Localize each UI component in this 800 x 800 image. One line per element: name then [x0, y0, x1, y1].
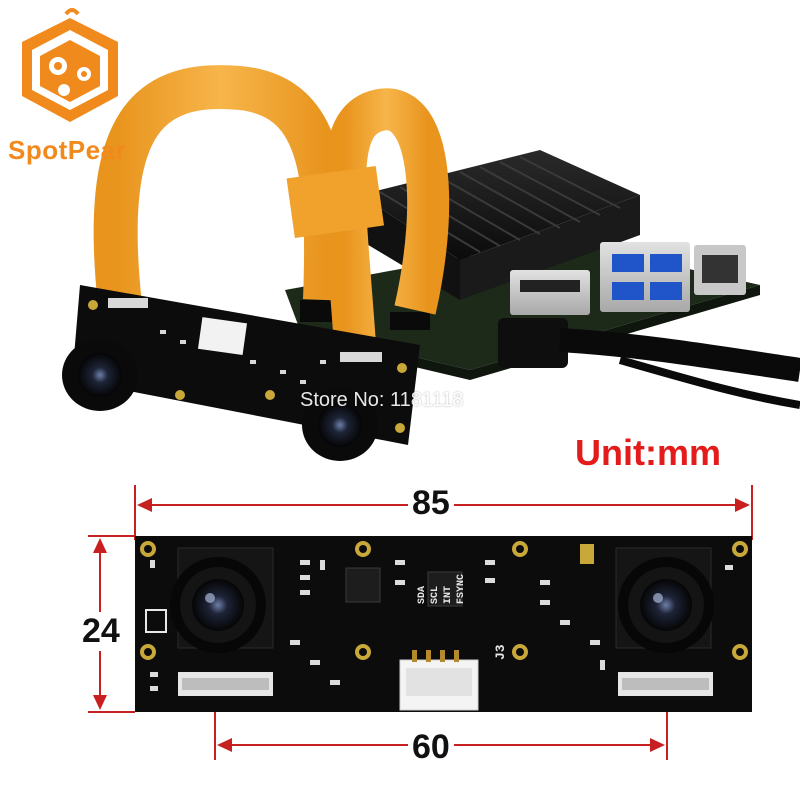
camera-lens-icon [302, 389, 378, 461]
stereo-camera-board-flat [135, 536, 752, 712]
stereo-camera-board-angled [62, 285, 420, 461]
camera-lens-icon [618, 557, 714, 653]
brand-name: SpotPear [8, 135, 127, 165]
camera-lens-icon [62, 339, 138, 411]
unit-label: Unit:mm [575, 432, 721, 473]
usb-ports-icon [510, 242, 746, 315]
ribbon-cables [93, 65, 450, 347]
silk-pin-fsync: FSYNC [456, 573, 467, 604]
store-watermark: Store No: 1181118 [300, 389, 464, 411]
silk-connector-label: J3 [493, 644, 508, 660]
header-connector-icon [399, 650, 479, 711]
dimension-width-label: 85 [408, 484, 454, 523]
silk-pin-scl: SCL [430, 585, 441, 604]
logo-icon [22, 8, 118, 122]
camera-lens-icon [170, 557, 266, 653]
dimension-height-label: 24 [78, 612, 124, 651]
silk-pin-int: INT [443, 585, 454, 604]
power-cable [498, 318, 800, 409]
silk-pin-sda: SDA [417, 585, 428, 604]
fpc-connector-icon [178, 672, 713, 696]
dimension-lens-spacing-label: 60 [408, 728, 454, 767]
